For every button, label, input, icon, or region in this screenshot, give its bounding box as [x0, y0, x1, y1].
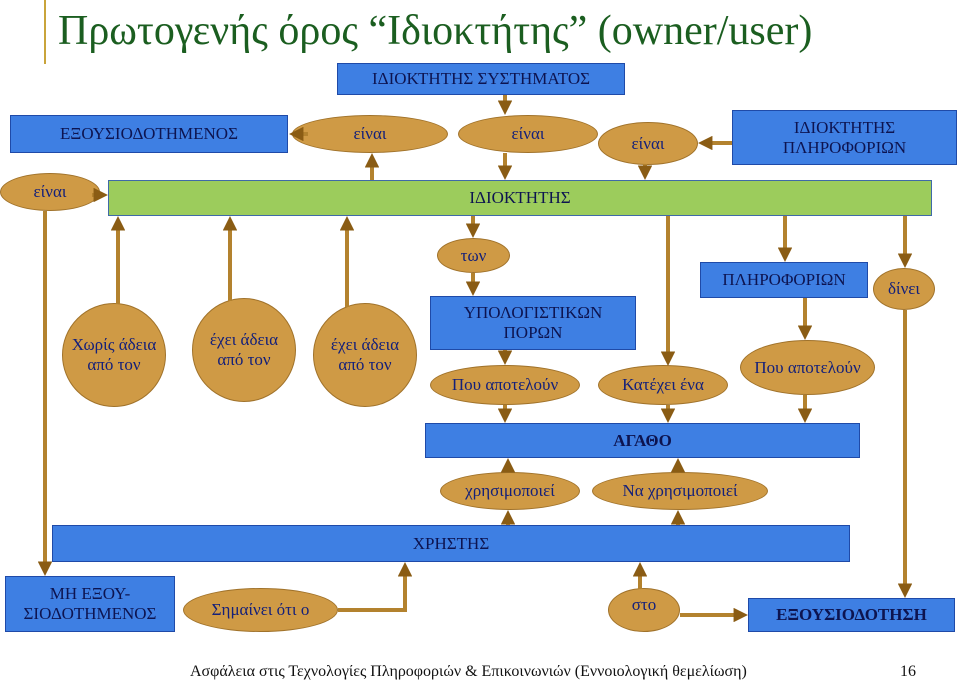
decorative-line	[44, 0, 46, 64]
circle-has-permission-1-line-2: από τον	[217, 350, 271, 369]
link-constitute-1-label: Που αποτελούν	[451, 375, 559, 394]
arrow-means-that-to-user	[338, 562, 413, 612]
link-holds-label: Κατέχει ένα	[622, 375, 704, 394]
circle-has-permission-1-line-1: έχει άδεια	[209, 330, 279, 349]
circle-has-permission-2-line-2: από τον	[338, 355, 392, 374]
link-is-c: είναι	[598, 122, 698, 165]
node-user: ΧΡΗΣΤΗΣ	[52, 525, 850, 562]
node-owner: ΙΔΙΟΚΤΗΤΗΣ	[108, 180, 932, 216]
link-to-label: στο	[631, 595, 657, 614]
node-info-owner-line-1: ΙΔΙΟΚΤΗΤΗΣ	[793, 117, 896, 137]
link-uses-label: χρησιμοποιεί	[465, 481, 555, 500]
node-system-owner: ΙΔΙΟΚΤΗΤΗΣ ΣΥΣΤΗΜΑΤΟΣ	[337, 63, 625, 95]
node-unauthorized: ΜΗ ΕΞΟΥ- ΣΙΟΔΟΤΗΜΕΝΟΣ	[5, 576, 175, 632]
circle-without-permission: Χωρίς άδεια από τον	[62, 303, 166, 407]
link-to: στο	[608, 588, 680, 632]
circle-has-permission-2: έχει άδεια από τον	[313, 303, 417, 407]
node-asset: ΑΓΑΘΟ	[425, 423, 860, 458]
circle-without-permission-line-1: Χωρίς άδεια	[71, 335, 157, 354]
link-holds: Κατέχει ένα	[598, 365, 728, 405]
node-authorization: ΕΞΟΥΣΙΟΔΟΤΗΣΗ	[748, 598, 955, 632]
link-is-a-label: είναι	[353, 124, 387, 143]
link-of-label: των	[460, 245, 487, 265]
link-to-use: Να χρησιμοποιεί	[592, 472, 768, 510]
node-info-owner: ΙΔΙΟΚΤΗΤΗΣ ΠΛΗΡΟΦΟΡΙΩΝ	[732, 110, 957, 165]
circle-without-permission-line-2: από τον	[87, 355, 141, 374]
link-gives-label: δίνει	[888, 279, 920, 298]
node-system-owner-label: ΙΔΙΟΚΤΗΤΗΣ ΣΥΣΤΗΜΑΤΟΣ	[371, 69, 591, 88]
link-constitute-2: Που αποτελούν	[740, 340, 875, 395]
circle-has-permission-2-line-1: έχει άδεια	[330, 335, 400, 354]
node-computing-resources-line-1: ΥΠΟΛΟΓΙΣΤΙΚΩΝ	[463, 303, 603, 322]
node-authorized: ΕΞΟΥΣΙΟΔΟΤΗΜΕΝΟΣ	[10, 115, 288, 153]
slide-title: Πρωτογενής όρος “Ιδιοκτήτης” (owner/user…	[58, 8, 813, 54]
link-means-that: Σημαίνει ότι ο	[183, 588, 338, 632]
link-means-that-label: Σημαίνει ότι ο	[211, 600, 310, 619]
link-is-c-label: είναι	[631, 133, 665, 153]
node-information: ΠΛΗΡΟΦΟΡΙΩΝ	[700, 262, 868, 298]
link-to-use-label: Να χρησιμοποιεί	[622, 481, 738, 500]
link-is-b-label: είναι	[511, 124, 545, 143]
link-is-left-label: είναι	[33, 182, 67, 201]
circle-has-permission-1: έχει άδεια από τον	[192, 298, 296, 402]
node-user-label: ΧΡΗΣΤΗΣ	[412, 533, 490, 553]
footer-text: Ασφάλεια στις Τεχνολογίες Πληροφοριών & …	[190, 663, 747, 680]
node-info-owner-line-2: ΠΛΗΡΟΦΟΡΙΩΝ	[782, 137, 907, 157]
page-number: 16	[900, 663, 916, 680]
link-of: των	[437, 238, 510, 273]
node-asset-label: ΑΓΑΘΟ	[613, 430, 672, 450]
link-constitute-1: Που αποτελούν	[430, 365, 580, 405]
node-unauthorized-line-2: ΣΙΟΔΟΤΗΜΕΝΟΣ	[23, 604, 157, 623]
link-constitute-2-label: Που αποτελούν	[754, 357, 861, 377]
node-computing-resources-line-2: ΠΟΡΩΝ	[503, 323, 563, 342]
node-computing-resources: ΥΠΟΛΟΓΙΣΤΙΚΩΝ ΠΟΡΩΝ	[430, 296, 636, 350]
link-gives: δίνει	[873, 268, 935, 310]
link-is-b: είναι	[458, 115, 598, 153]
node-information-label: ΠΛΗΡΟΦΟΡΙΩΝ	[722, 270, 846, 289]
link-uses: χρησιμοποιεί	[440, 472, 580, 510]
link-is-a: είναι	[292, 115, 448, 153]
node-authorized-label: ΕΞΟΥΣΙΟΔΟΤΗΜΕΝΟΣ	[60, 124, 238, 143]
node-unauthorized-line-1: ΜΗ ΕΞΟΥ-	[49, 584, 131, 603]
node-owner-label: ΙΔΙΟΚΤΗΤΗΣ	[469, 188, 571, 207]
node-authorization-label: ΕΞΟΥΣΙΟΔΟΤΗΣΗ	[776, 605, 927, 624]
link-is-left: είναι	[0, 173, 100, 211]
